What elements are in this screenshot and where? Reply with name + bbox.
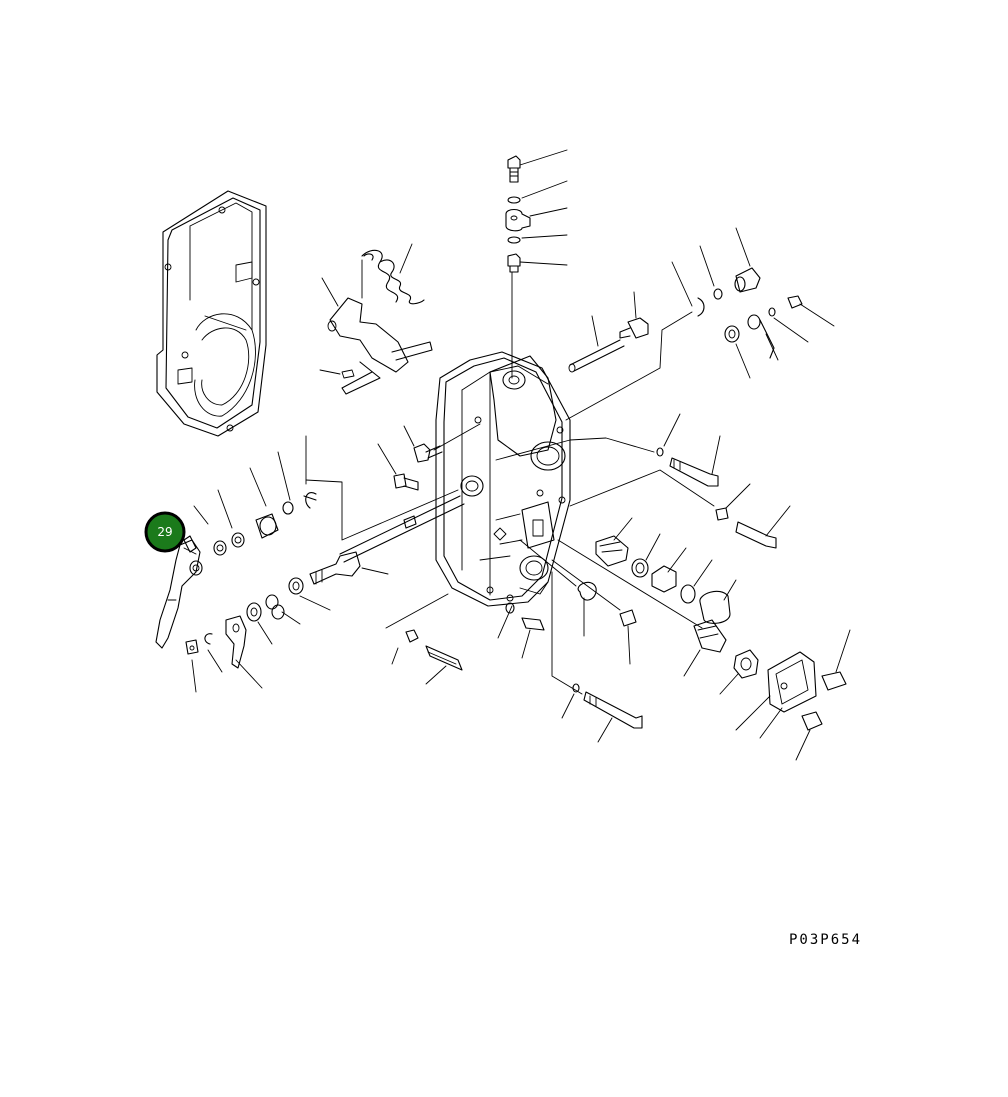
housing-bolts-left [377, 423, 481, 685]
governor-spring-linkage [319, 243, 433, 395]
side-cover-panel [156, 190, 267, 437]
governor-housing [435, 351, 571, 607]
control-shafts [305, 311, 693, 585]
callout-number: 29 [157, 525, 172, 539]
banjo-fitting-stack [505, 149, 568, 379]
right-side-parts [495, 227, 851, 761]
adjusting-lever-group [155, 435, 331, 693]
drawing-code: P03P654 [789, 932, 863, 948]
callout-badge-29[interactable]: 29 [144, 511, 186, 553]
callout-badge-circle [144, 511, 186, 553]
